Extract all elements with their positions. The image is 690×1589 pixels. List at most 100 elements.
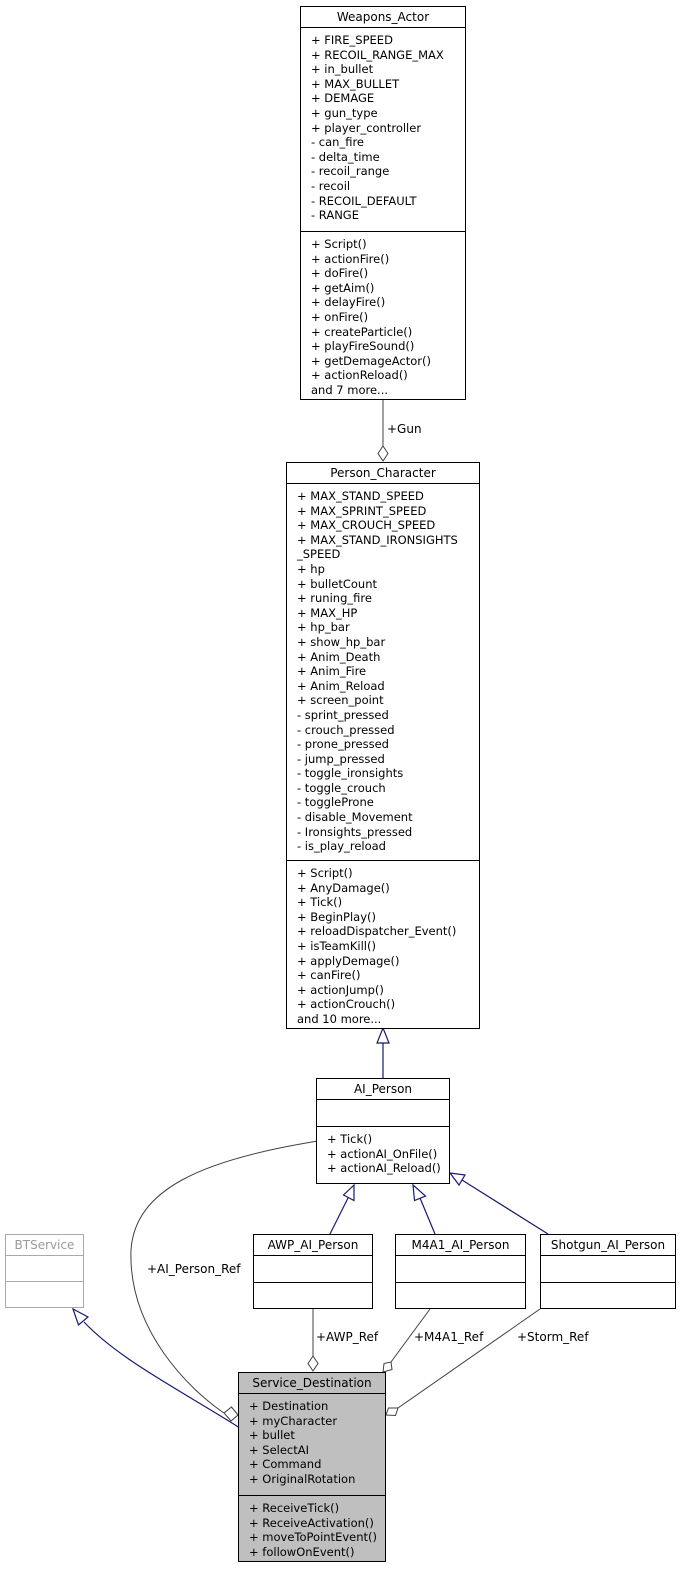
member-item: + Anim_Death: [297, 649, 381, 664]
class-title: Shotgun_AI_Person: [541, 1235, 675, 1256]
class-service-destination[interactable]: Service_Destination + Destination+ myCha…: [238, 1372, 386, 1562]
class-title: AI_Person: [317, 1079, 449, 1100]
member-item: + BeginPlay(): [297, 909, 376, 924]
attributes-empty: [541, 1256, 675, 1283]
member-item: + onFire(): [311, 309, 369, 324]
attributes-list: + MAX_STAND_SPEED+ MAX_SPRINT_SPEED+ MAX…: [287, 484, 479, 861]
ai-person-ref-label: +AI_Person_Ref: [147, 1262, 241, 1276]
attributes-empty: [254, 1256, 372, 1283]
member-item: + MAX_CROUCH_SPEED: [297, 518, 436, 533]
member-item: + player_controller: [311, 120, 422, 135]
member-item: + hp: [297, 561, 325, 576]
member-item: - toggleProne: [297, 795, 374, 810]
class-person-character[interactable]: Person_Character + MAX_STAND_SPEED+ MAX_…: [286, 462, 480, 1029]
class-awp-ai-person[interactable]: AWP_AI_Person: [253, 1234, 373, 1309]
member-item: + playFireSound(): [311, 339, 415, 354]
shotgun-inherits-ai-person: [448, 1172, 549, 1235]
attributes-empty: [6, 1256, 83, 1282]
member-item: - prone_pressed: [297, 737, 389, 752]
member-item: + gun_type: [311, 105, 378, 120]
member-item: + actionAI_OnFile(): [327, 1146, 438, 1161]
class-ai-person[interactable]: AI_Person + Tick()+ actionAI_OnFile()+ a…: [316, 1078, 450, 1184]
member-item: + delayFire(): [311, 295, 386, 310]
class-title: M4A1_AI_Person: [396, 1235, 525, 1256]
member-item: + ReceiveActivation(): [249, 1515, 374, 1530]
m4a1-ref-label: +M4A1_Ref: [414, 1330, 484, 1344]
member-item: - disable_Movement: [297, 810, 413, 825]
member-item: - can_fire: [311, 135, 365, 150]
gun-label: +Gun: [387, 422, 422, 436]
class-btservice[interactable]: BTService: [5, 1234, 84, 1308]
member-item: - toggle_ironsights: [297, 766, 404, 781]
methods-list: + ReceiveTick()+ ReceiveActivation()+ mo…: [239, 1496, 385, 1561]
m4a1-inherits-ai-person: [412, 1183, 436, 1235]
member-item: + OriginalRotation: [249, 1471, 356, 1486]
member-item: + Destination: [249, 1399, 329, 1413]
class-title: BTService: [6, 1235, 83, 1256]
class-shotgun-ai-person[interactable]: Shotgun_AI_Person: [540, 1234, 676, 1309]
member-item: + Tick(): [297, 895, 343, 910]
ai-person-inherits-person-character: [376, 1026, 390, 1078]
member-item: + doFire(): [311, 266, 369, 281]
member-item: + bullet: [249, 1428, 295, 1443]
member-item: + moveToPointEvent(): [249, 1530, 377, 1545]
member-item: + ReceiveTick(): [249, 1501, 340, 1515]
member-item: - is_play_reload: [297, 839, 386, 854]
storm-ref-label: +Storm_Ref: [517, 1330, 589, 1344]
class-title: AWP_AI_Person: [254, 1235, 372, 1256]
awp-ref-aggregation: [307, 1309, 319, 1372]
member-item: + createParticle(): [311, 324, 413, 339]
member-item: - crouch_pressed: [297, 722, 395, 737]
methods-empty: [254, 1283, 372, 1301]
member-item: + MAX_STAND_IRONSIGHTS: [297, 532, 458, 547]
member-item: + hp_bar: [297, 620, 350, 635]
member-item: + MAX_STAND_SPEED: [297, 489, 424, 503]
member-item: + Tick(): [327, 1132, 373, 1146]
ai-person-ref-aggregation: [130, 1140, 319, 1422]
member-item: + FIRE_SPEED: [311, 33, 393, 47]
member-item: - RECOIL_DEFAULT: [311, 193, 417, 208]
methods-list: + Script()+ actionFire()+ doFire()+ getA…: [301, 232, 465, 400]
m4a1-ref-aggregation: [382, 1308, 431, 1373]
class-m4a1-ai-person[interactable]: M4A1_AI_Person: [395, 1234, 526, 1309]
service-destination-inherits-btservice: [71, 1307, 241, 1429]
member-item: + actionAI_Reload(): [327, 1161, 441, 1176]
member-item: + followOnEvent(): [249, 1544, 355, 1559]
member-item: + Anim_Reload: [297, 678, 385, 693]
member-item: + MAX_HP: [297, 605, 358, 620]
attributes-list: + FIRE_SPEED+ RECOIL_RANGE_MAX+ in_bulle…: [301, 28, 465, 232]
member-item: + show_hp_bar: [297, 634, 386, 649]
class-title: Service_Destination: [239, 1373, 385, 1394]
member-item: - RANGE: [311, 208, 359, 223]
more-members-link[interactable]: and 7 more...: [311, 382, 389, 397]
awp-ref-label: +AWP_Ref: [316, 1330, 379, 1344]
member-item: + reloadDispatcher_Event(): [297, 924, 457, 939]
class-title: Person_Character: [287, 463, 479, 484]
more-members-link[interactable]: and 10 more...: [297, 1011, 382, 1026]
attributes-list: + Destination+ myCharacter+ bullet+ Sele…: [239, 1394, 385, 1496]
attributes-empty: [396, 1256, 525, 1283]
member-item: + DEMAGE: [311, 91, 375, 106]
member-item: - recoil_range: [311, 164, 390, 179]
member-item: - Ironsights_pressed: [297, 824, 413, 839]
member-item: + actionFire(): [311, 251, 390, 266]
member-item: + Script(): [297, 866, 353, 880]
member-item: + canFire(): [297, 968, 361, 983]
member-item: + myCharacter: [249, 1413, 338, 1428]
class-weapons-actor[interactable]: Weapons_Actor + FIRE_SPEED+ RECOIL_RANGE…: [300, 6, 466, 400]
member-item: + Anim_Fire: [297, 664, 367, 679]
member-item: + SelectAI: [249, 1442, 310, 1457]
awp-inherits-ai-person: [329, 1183, 355, 1235]
attributes-empty: [317, 1100, 449, 1127]
member-item: + actionReload(): [311, 368, 408, 383]
member-item: _SPEED: [297, 547, 341, 562]
member-item: - recoil: [311, 178, 351, 193]
member-item: + Command: [249, 1457, 322, 1472]
member-item: + AnyDamage(): [297, 880, 390, 895]
class-title: Weapons_Actor: [301, 7, 465, 28]
member-item: + isTeamKill(): [297, 938, 376, 953]
methods-list: + Tick()+ actionAI_OnFile()+ actionAI_Re…: [317, 1127, 449, 1178]
member-item: - delta_time: [311, 149, 380, 164]
member-item: + Script(): [311, 237, 367, 251]
